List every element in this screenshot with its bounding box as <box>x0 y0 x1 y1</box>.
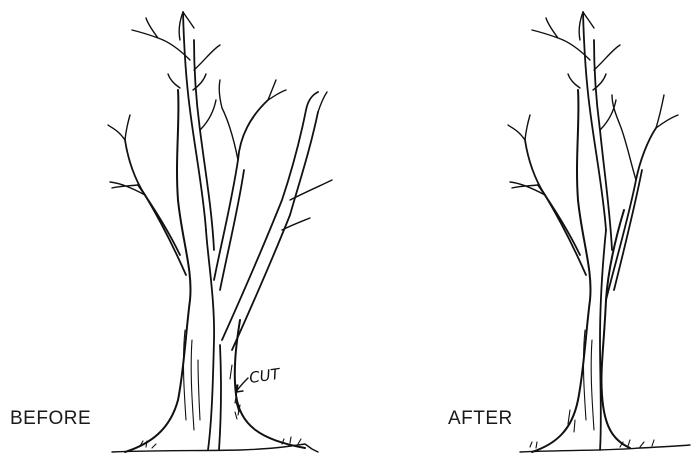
cut-annotation: CUT <box>235 365 283 419</box>
after-tree <box>508 12 690 452</box>
before-trunk-left <box>125 90 191 452</box>
cut-label: CUT <box>248 365 283 387</box>
before-tree <box>108 12 332 452</box>
after-label: AFTER <box>448 408 513 429</box>
before-label: BEFORE <box>10 408 91 429</box>
after-trunk-left <box>532 90 591 452</box>
